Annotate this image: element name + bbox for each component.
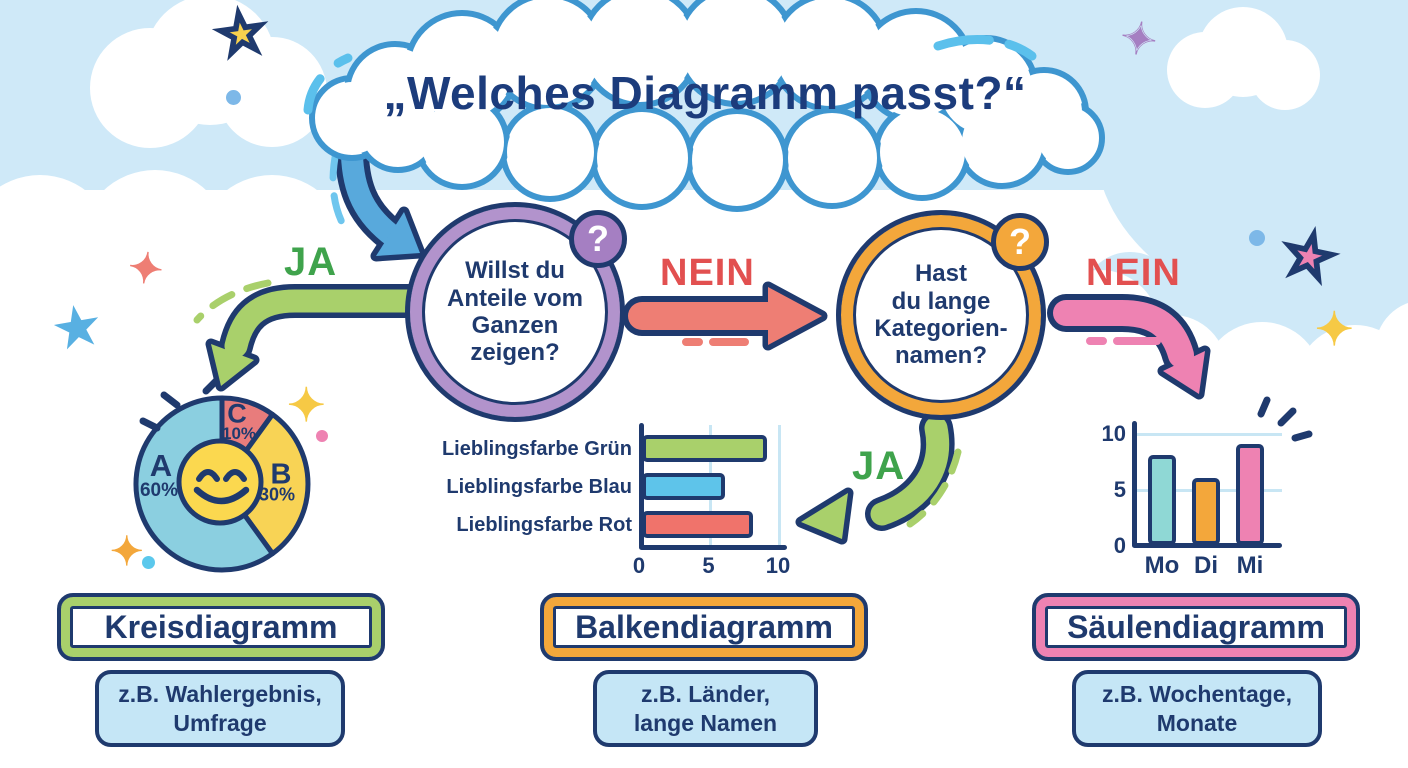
dot-decoration (142, 556, 155, 569)
cloud-accent-dashes (303, 35, 1037, 115)
cloud-bump (507, 109, 593, 195)
sparkle-icon: ✦ (110, 530, 144, 574)
x-axis (1132, 543, 1282, 548)
pie-shine-marks (139, 377, 220, 432)
arrow-nein-to-q2 (622, 281, 828, 351)
pie-label-value: 30% (258, 484, 296, 505)
sparkle-icon: ✦ (287, 379, 326, 431)
y-axis-tick: 5 (1113, 477, 1126, 502)
x-axis-tick: 10 (765, 553, 791, 578)
column-bar (1236, 444, 1264, 545)
label-ja-1: JA (284, 240, 338, 284)
pie-label: A (149, 448, 173, 483)
dot-decoration (1249, 230, 1265, 246)
star-icon: ★ (212, 0, 270, 68)
star-icon: ★ (49, 295, 106, 361)
column-category-label: Di (1194, 552, 1218, 579)
question-2-text: Hast du lange Kategorien- namen? (874, 260, 1008, 370)
title-cloud (309, 0, 1105, 212)
cloud-bump (421, 101, 503, 183)
result-box-saeulendiagramm: Säulendiagramm (1032, 593, 1360, 661)
cloud (1250, 40, 1320, 110)
label-ja-2: JA (852, 444, 906, 488)
y-axis-tick: 10 (1101, 421, 1126, 446)
cloud-bump (962, 102, 1042, 182)
question-mark-badge-2: ? (991, 213, 1049, 271)
pie-slice (219, 411, 311, 557)
result-box-balkendiagramm: Balkendiagramm (540, 593, 868, 661)
bar (642, 473, 725, 500)
smiley-face-icon (176, 438, 264, 526)
cloud-bump (586, 0, 694, 101)
sparkle-icon: ✦ (1116, 12, 1161, 67)
gridline (778, 425, 781, 545)
accent-dash (193, 279, 272, 324)
pie-label-value: 10% (221, 424, 257, 443)
y-axis-tick: 0 (1113, 533, 1126, 558)
result-box-kreisdiagramm: Kreisdiagramm (57, 593, 385, 661)
cloud-bump (777, 0, 883, 105)
arrow-ja-to-pie (193, 279, 427, 392)
question-1-text: Willst du Anteile vom Ganzen zeigen? (446, 257, 584, 367)
column-bar (1148, 455, 1176, 545)
example-box-saeulendiagramm: z.B. Wochentage, Monate (1072, 670, 1322, 747)
column-category-label: Mo (1144, 552, 1180, 579)
column-bar (1192, 478, 1220, 545)
cloud-bump (495, 0, 601, 105)
dot-decoration (316, 430, 328, 442)
x-axis (639, 545, 787, 550)
bar-category-label: Lieblingsfarbe Blau (446, 476, 632, 498)
label-nein-2: NEIN (1086, 252, 1181, 294)
cloud-bump (788, 114, 876, 202)
page-title: „Welches Diagramm passt?“ (383, 67, 1027, 119)
sparkle-icon: ✦ (1315, 303, 1354, 355)
column-chart: Mo Di Mi 0 5 10 (1090, 416, 1320, 596)
example-box-balkendiagramm: z.B. Länder, lange Namen (593, 670, 818, 747)
cloud-bump (692, 115, 782, 205)
cloud-bump (597, 113, 687, 203)
cloud-bump (880, 110, 964, 194)
y-axis (639, 423, 644, 549)
accent-dash (906, 448, 962, 528)
sparkle-icon: ✦ (124, 242, 167, 295)
pie-label: C (227, 398, 247, 429)
example-box-kreisdiagramm: z.B. Wahlergebnis, Umfrage (95, 670, 345, 747)
column-shine-marks (1257, 396, 1313, 442)
pie-label: B (270, 458, 292, 491)
y-axis (1132, 421, 1137, 547)
bar (642, 511, 753, 538)
cloud-bump (362, 94, 434, 166)
x-axis-tick: 0 (632, 553, 646, 578)
x-axis-tick: 5 (702, 553, 715, 578)
pie-label-value: 60% (139, 480, 179, 501)
cloud-bump (411, 17, 513, 119)
dot-decoration (226, 90, 241, 105)
arrow-ja-to-bars (795, 411, 962, 545)
label-nein-1: NEIN (660, 252, 755, 294)
arrow-nein-to-columns (1047, 294, 1211, 400)
bar (642, 435, 767, 462)
column-category-label: Mi (1236, 552, 1264, 579)
question-mark-badge-1: ? (569, 210, 627, 268)
bar-category-label: Lieblingsfarbe Grün (441, 438, 632, 460)
bar-category-label: Lieblingsfarbe Rot (456, 514, 632, 536)
gridline (1137, 433, 1282, 436)
accent-dash (329, 148, 350, 234)
cloud-bump (1038, 108, 1098, 168)
cloud-bump (682, 0, 790, 100)
